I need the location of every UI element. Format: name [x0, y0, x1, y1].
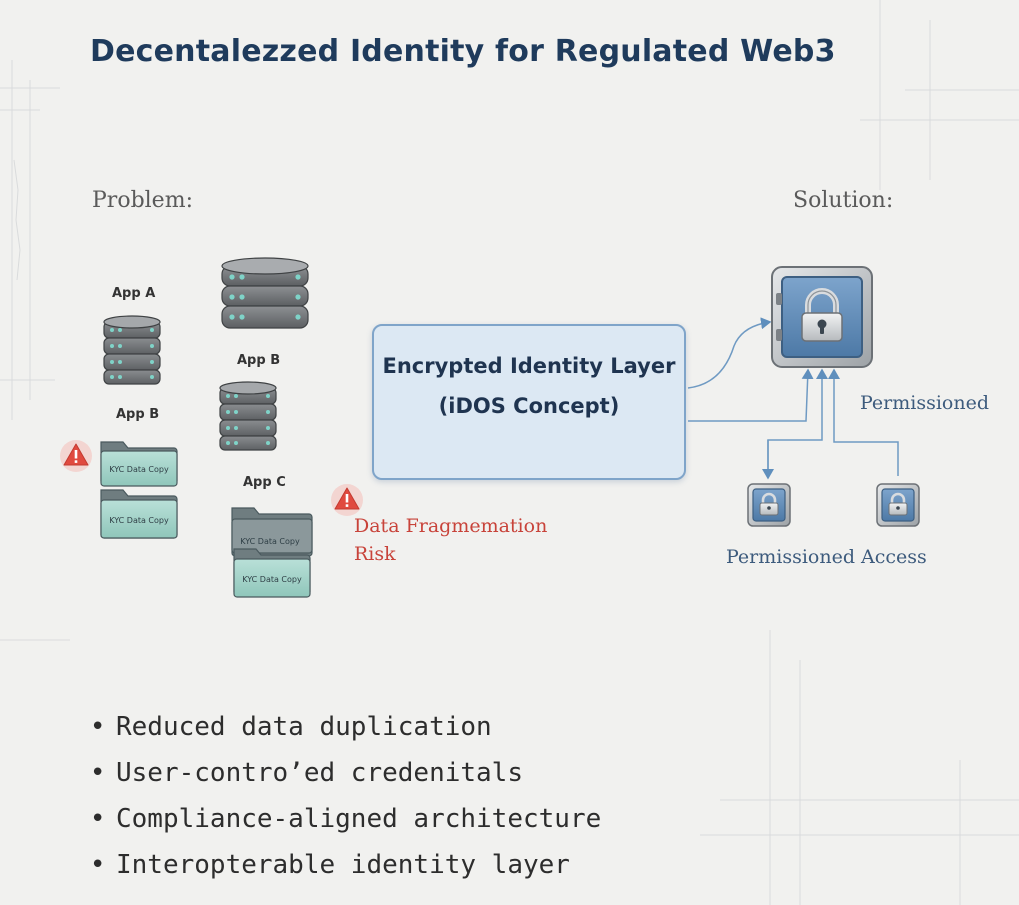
- arrow-icon: [828, 368, 899, 476]
- bullet-icon: •: [90, 712, 106, 742]
- bullet-icon: •: [90, 758, 106, 788]
- arrow-icon: [688, 368, 814, 422]
- folder-label: KYC Data Copy: [242, 575, 302, 584]
- app-b-middle-label: App B: [237, 353, 281, 368]
- server-stack-icon: [103, 315, 161, 385]
- folder-icon: KYC Data Copy: [100, 441, 178, 487]
- app-b-left-label: App B: [116, 407, 160, 422]
- folder-icon: KYC Data Copy: [231, 507, 313, 557]
- problem-heading: Problem:: [92, 188, 193, 213]
- server-stack-icon: [221, 257, 309, 329]
- benefits-list: •Reduced data duplication •User-contro’e…: [90, 704, 601, 888]
- permissioned-access-label: Permissioned Access: [726, 546, 927, 568]
- layer-subtitle: (iDOS Concept): [438, 394, 620, 418]
- app-a-label: App A: [112, 286, 156, 301]
- vault-lock-icon: [771, 266, 873, 368]
- risk-text-line1: Data Fragmemation: [354, 515, 548, 537]
- solution-heading: Solution:: [793, 188, 894, 213]
- list-item: •Interopterable identity layer: [90, 842, 601, 888]
- kyc-folder-group-left: KYC Data Copy KYC Data Copy: [100, 441, 178, 539]
- bullet-icon: •: [90, 850, 106, 880]
- arrow-icon: [767, 368, 828, 475]
- folder-label: KYC Data Copy: [240, 537, 300, 546]
- warning-icon: [60, 440, 92, 472]
- page-title: Decentalezzed Identity for Regulated Web…: [90, 34, 836, 69]
- risk-text-line2: Risk: [354, 543, 396, 565]
- arrow-icon: [687, 317, 772, 389]
- list-item: •User-contro’ed credenitals: [90, 750, 601, 796]
- warning-icon: [331, 484, 363, 516]
- encrypted-identity-layer-box: Encrypted Identity Layer (iDOS Concept): [372, 324, 686, 480]
- server-stack-icon: [219, 381, 277, 451]
- padlock-icon: [876, 483, 920, 527]
- list-item: •Reduced data duplication: [90, 704, 601, 750]
- permissioned-label: Permissioned: [860, 392, 990, 414]
- app-c-label: App C: [243, 475, 286, 490]
- kyc-folder-group-middle: KYC Data Copy KYC Data Copy: [231, 507, 313, 598]
- list-item: •Compliance-aligned architecture: [90, 796, 601, 842]
- folder-label: KYC Data Copy: [109, 465, 169, 474]
- padlock-icon: [747, 483, 791, 527]
- folder-icon: KYC Data Copy: [100, 489, 178, 539]
- folder-icon: KYC Data Copy: [233, 548, 311, 598]
- bullet-icon: •: [90, 804, 106, 834]
- folder-label: KYC Data Copy: [109, 516, 169, 525]
- layer-title: Encrypted Identity Layer: [382, 354, 676, 378]
